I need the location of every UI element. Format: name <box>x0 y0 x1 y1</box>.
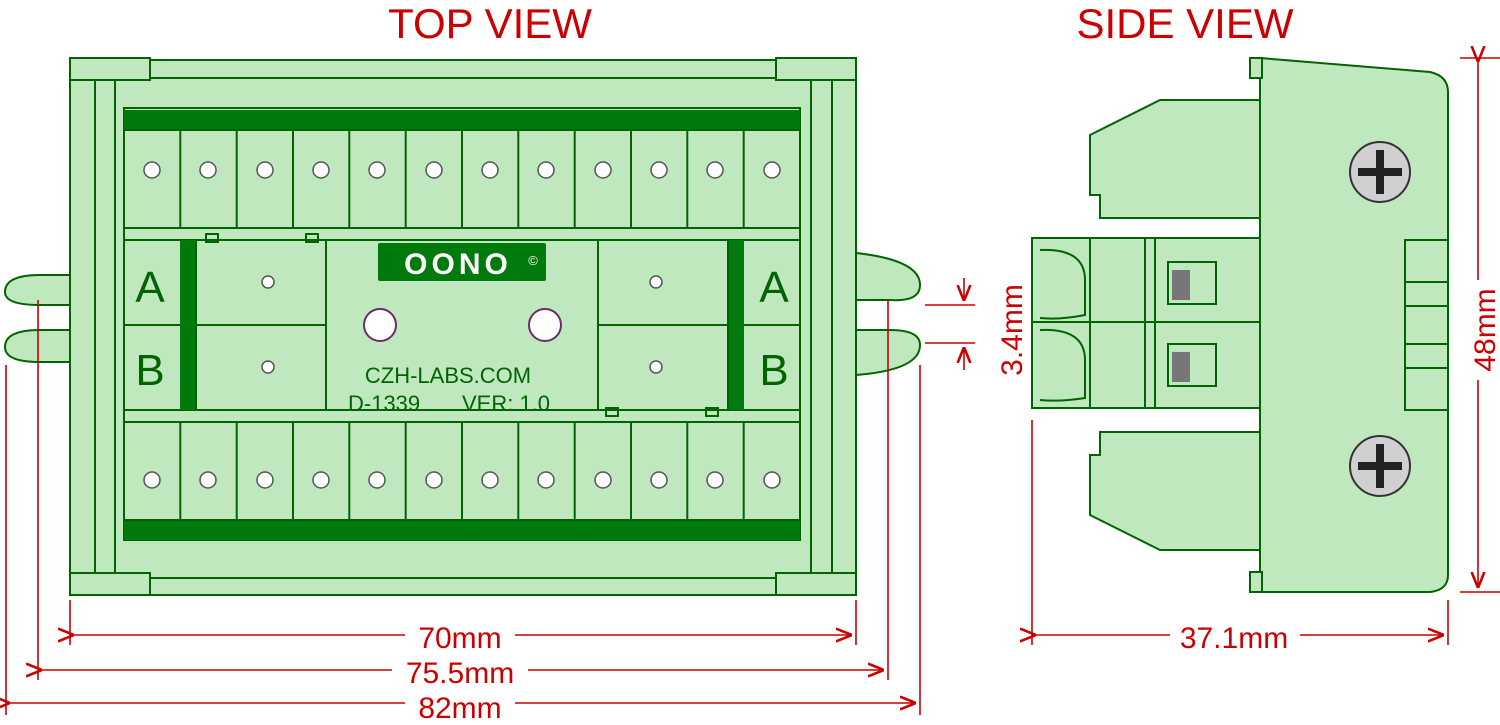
label-a-right: A <box>759 263 789 312</box>
dim-pitch: 3.4mm <box>996 284 1029 376</box>
terminal-screw-hole <box>537 161 555 179</box>
top-view-title: TOP VIEW <box>388 0 592 47</box>
oono-logo <box>378 243 546 281</box>
side-screw-bottom <box>1349 435 1411 497</box>
label-a-left: A <box>135 263 165 312</box>
terminal-screw-hole <box>368 161 386 179</box>
terminal-screw-hole <box>256 161 274 179</box>
terminal-screw-hole <box>706 161 724 179</box>
dim-width-82: 82mm <box>418 692 501 725</box>
dim-depth: 37.1mm <box>1180 622 1288 655</box>
terminal-screw-hole <box>763 471 781 489</box>
label-b-left: B <box>135 346 164 395</box>
top-view: A B A B OONO © CZH-LABS.COM D-1339 VER: … <box>3 57 922 596</box>
pcb-mounting-hole-right <box>528 308 562 342</box>
side-top-clamp <box>1089 99 1261 219</box>
terminal-bar-top <box>124 110 800 130</box>
terminal-screw-hole <box>143 161 161 179</box>
clip-bottom-left <box>69 572 151 596</box>
terminal-screw-hole <box>256 471 274 489</box>
terminal-screw-hole <box>199 161 217 179</box>
side-rail-lip-bottom <box>1249 571 1263 593</box>
terminal-screw-hole <box>594 471 612 489</box>
side-screw-top <box>1349 141 1411 203</box>
terminal-screw-hole <box>368 471 386 489</box>
terminal-screw-hole <box>143 471 161 489</box>
pitch-dimension <box>925 278 975 370</box>
dim-width-70: 70mm <box>418 622 501 655</box>
terminal-screw-hole <box>199 471 217 489</box>
dim-label-bg <box>405 692 515 718</box>
terminal-screw-hole <box>481 471 499 489</box>
terminal-screw-hole <box>763 161 781 179</box>
dim-label-bg <box>392 657 528 683</box>
dim-label-bg <box>1170 622 1300 648</box>
clip-bottom-right <box>775 572 857 596</box>
terminal-screw-hole <box>312 161 330 179</box>
terminal-screw-hole <box>594 161 612 179</box>
side-view-title: SIDE VIEW <box>1076 0 1293 47</box>
dim-height: 48mm <box>1469 288 1500 371</box>
terminal-screw-hole <box>425 161 443 179</box>
terminal-screw-hole <box>537 471 555 489</box>
dim-label-bg <box>1470 280 1500 380</box>
terminal-row-bottom <box>123 421 801 521</box>
side-wire-entry-a <box>1167 261 1217 305</box>
dim-width-75-5: 75.5mm <box>406 657 514 690</box>
part-number-text: D-1339 <box>348 391 420 416</box>
clip-top-left <box>69 57 151 81</box>
label-b-right: B <box>759 346 788 395</box>
side-view <box>1031 56 1449 593</box>
version-text: VER: 1.0 <box>462 391 550 416</box>
side-wire-entry-b <box>1167 343 1217 387</box>
housing-inner <box>114 77 812 579</box>
terminal-screw-hole <box>650 471 668 489</box>
pcb-mounting-hole-left <box>363 308 397 342</box>
clip-top-right <box>775 57 857 81</box>
right-mount-tab-upper <box>855 252 922 302</box>
side-bottom-clamp <box>1089 431 1261 551</box>
oono-logo-mark: © <box>528 253 538 268</box>
connector-right <box>597 239 800 417</box>
left-mount-tab-upper <box>3 274 70 306</box>
terminal-screw-hole <box>312 471 330 489</box>
side-rail-body <box>1259 56 1449 593</box>
terminal-bar-bottom <box>124 520 800 540</box>
terminal-screw-hole <box>425 471 443 489</box>
terminal-screw-hole <box>481 161 499 179</box>
website-text: CZH-LABS.COM <box>365 363 531 388</box>
dim-label-bg <box>405 622 515 648</box>
side-rail-lip-top <box>1249 57 1263 79</box>
side-rail-ribs <box>1404 239 1449 411</box>
connector-left <box>124 233 327 411</box>
terminal-screw-hole <box>650 161 668 179</box>
oono-logo-text: OONO <box>404 248 512 281</box>
terminal-row-top <box>123 129 801 229</box>
terminal-screw-hole <box>706 471 724 489</box>
